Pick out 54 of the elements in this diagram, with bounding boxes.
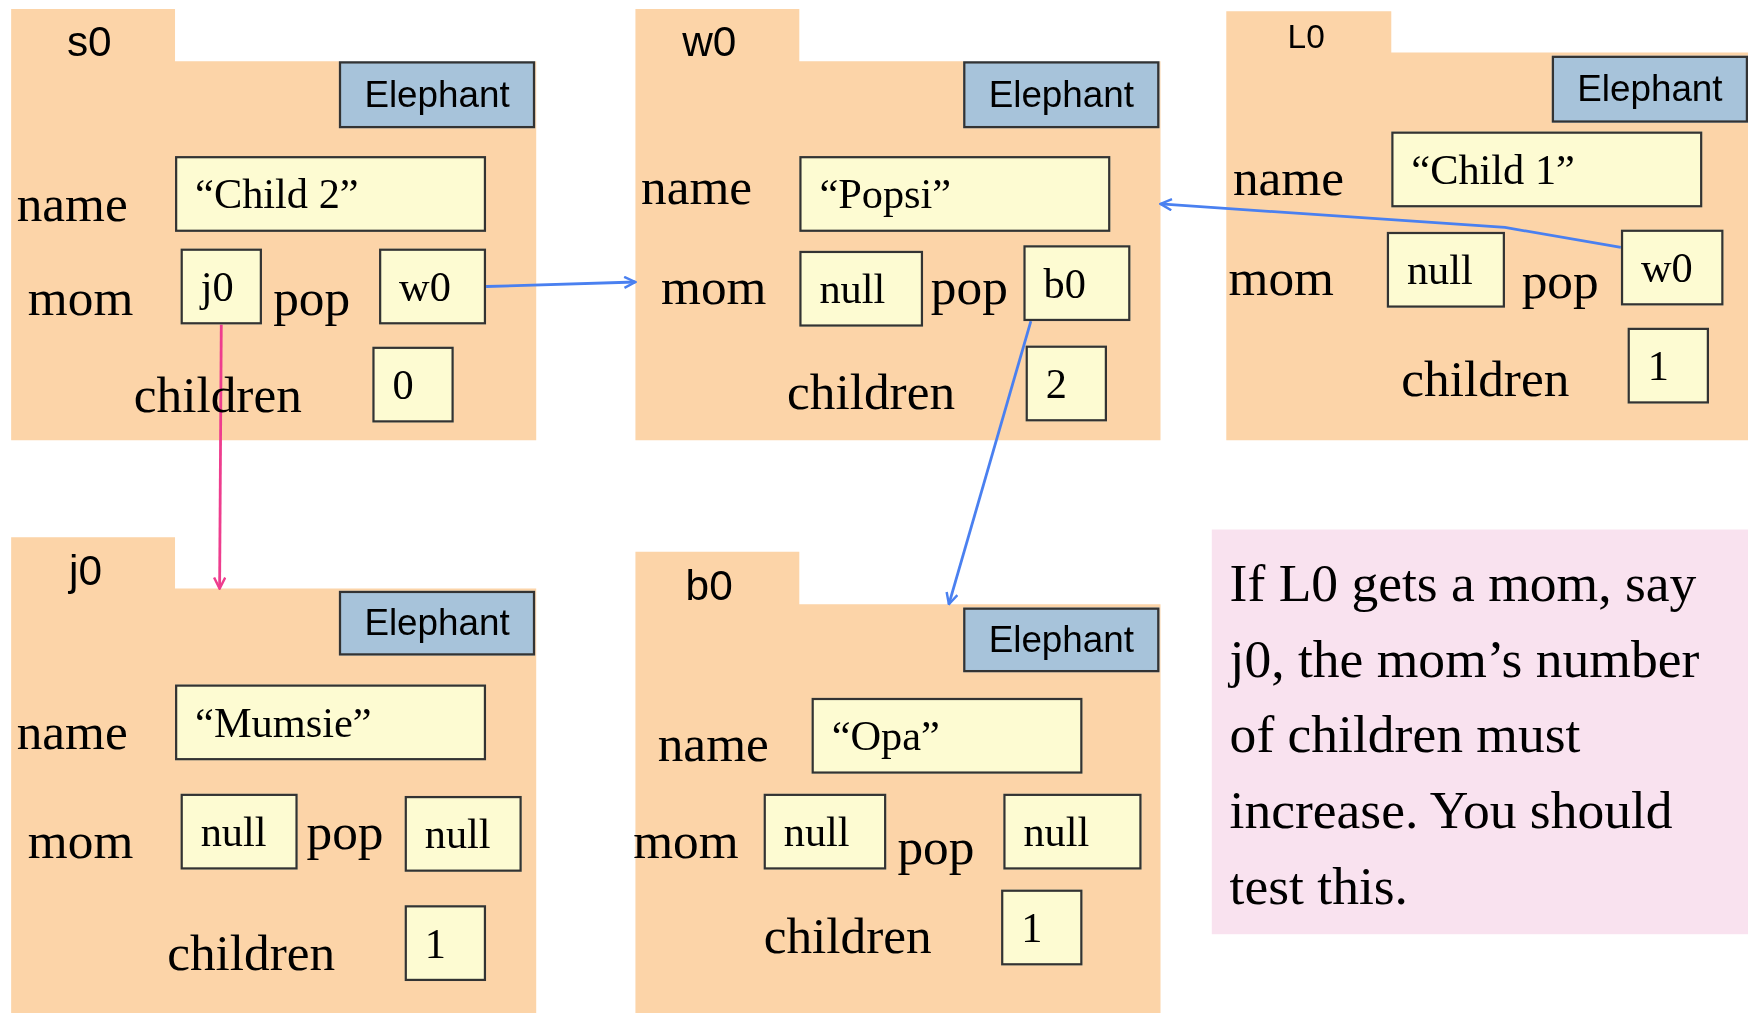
arrow [945,320,1033,606]
field-name: pop [930,262,1008,314]
value-box: null [404,795,522,872]
field-name: name [16,706,128,759]
field-name: children [787,366,956,419]
value-box: null [180,793,298,870]
value-box: null [1386,231,1505,308]
value-box: 1 [1627,327,1709,404]
value-box: 1 [1001,889,1083,966]
field-name: pop [273,273,351,325]
value-box: b0 [1023,245,1131,322]
arrow [212,324,227,590]
field-name: pop [1521,255,1599,307]
value-box: “Child 2” [175,156,487,232]
note-box: If L0 gets a mom, say j0, the mom’s number of children must increase. You should test this. [1211,529,1748,935]
field-name: mom [1228,253,1334,305]
field-name: mom [27,816,134,868]
value-box: null [763,793,887,870]
value-box: “Child 1” [1391,131,1703,208]
field-name: children [1401,353,1570,405]
value-box: null [1003,793,1142,870]
class-label: Elephant [963,61,1160,129]
field-name: mom [27,273,134,325]
object-name: b0 [685,564,733,607]
class-label: Elephant [338,590,536,656]
value-box: 0 [372,346,454,423]
value-box: “Mumsie” [175,684,487,761]
field-name: pop [306,807,384,859]
value-box: j0 [180,248,262,325]
value-box: w0 [379,248,487,325]
field-name: pop [897,821,975,873]
class-label: Elephant [338,61,536,129]
class-label: Elephant [963,607,1160,673]
field-name: name [16,178,128,230]
field-name: name [1232,152,1345,204]
value-box: 1 [404,905,487,981]
object-name: L0 [1287,20,1325,54]
value-box: “Popsi” [799,156,1111,232]
field-name: children [167,927,336,979]
arrow [486,275,637,290]
field-name: name [641,161,753,213]
value-box: null [799,250,924,327]
value-box: “Opa” [811,697,1083,774]
object-name: w0 [682,20,737,63]
arrow [1159,197,1622,249]
value-box: 2 [1025,345,1107,422]
object-name: j0 [69,549,103,592]
field-name: name [657,719,769,771]
object-name: s0 [66,20,112,63]
field-name: mom [661,262,767,314]
field-name: mom [633,816,739,868]
field-name: children [763,910,932,963]
value-box: w0 [1620,229,1724,306]
class-label: Elephant [1551,55,1748,123]
